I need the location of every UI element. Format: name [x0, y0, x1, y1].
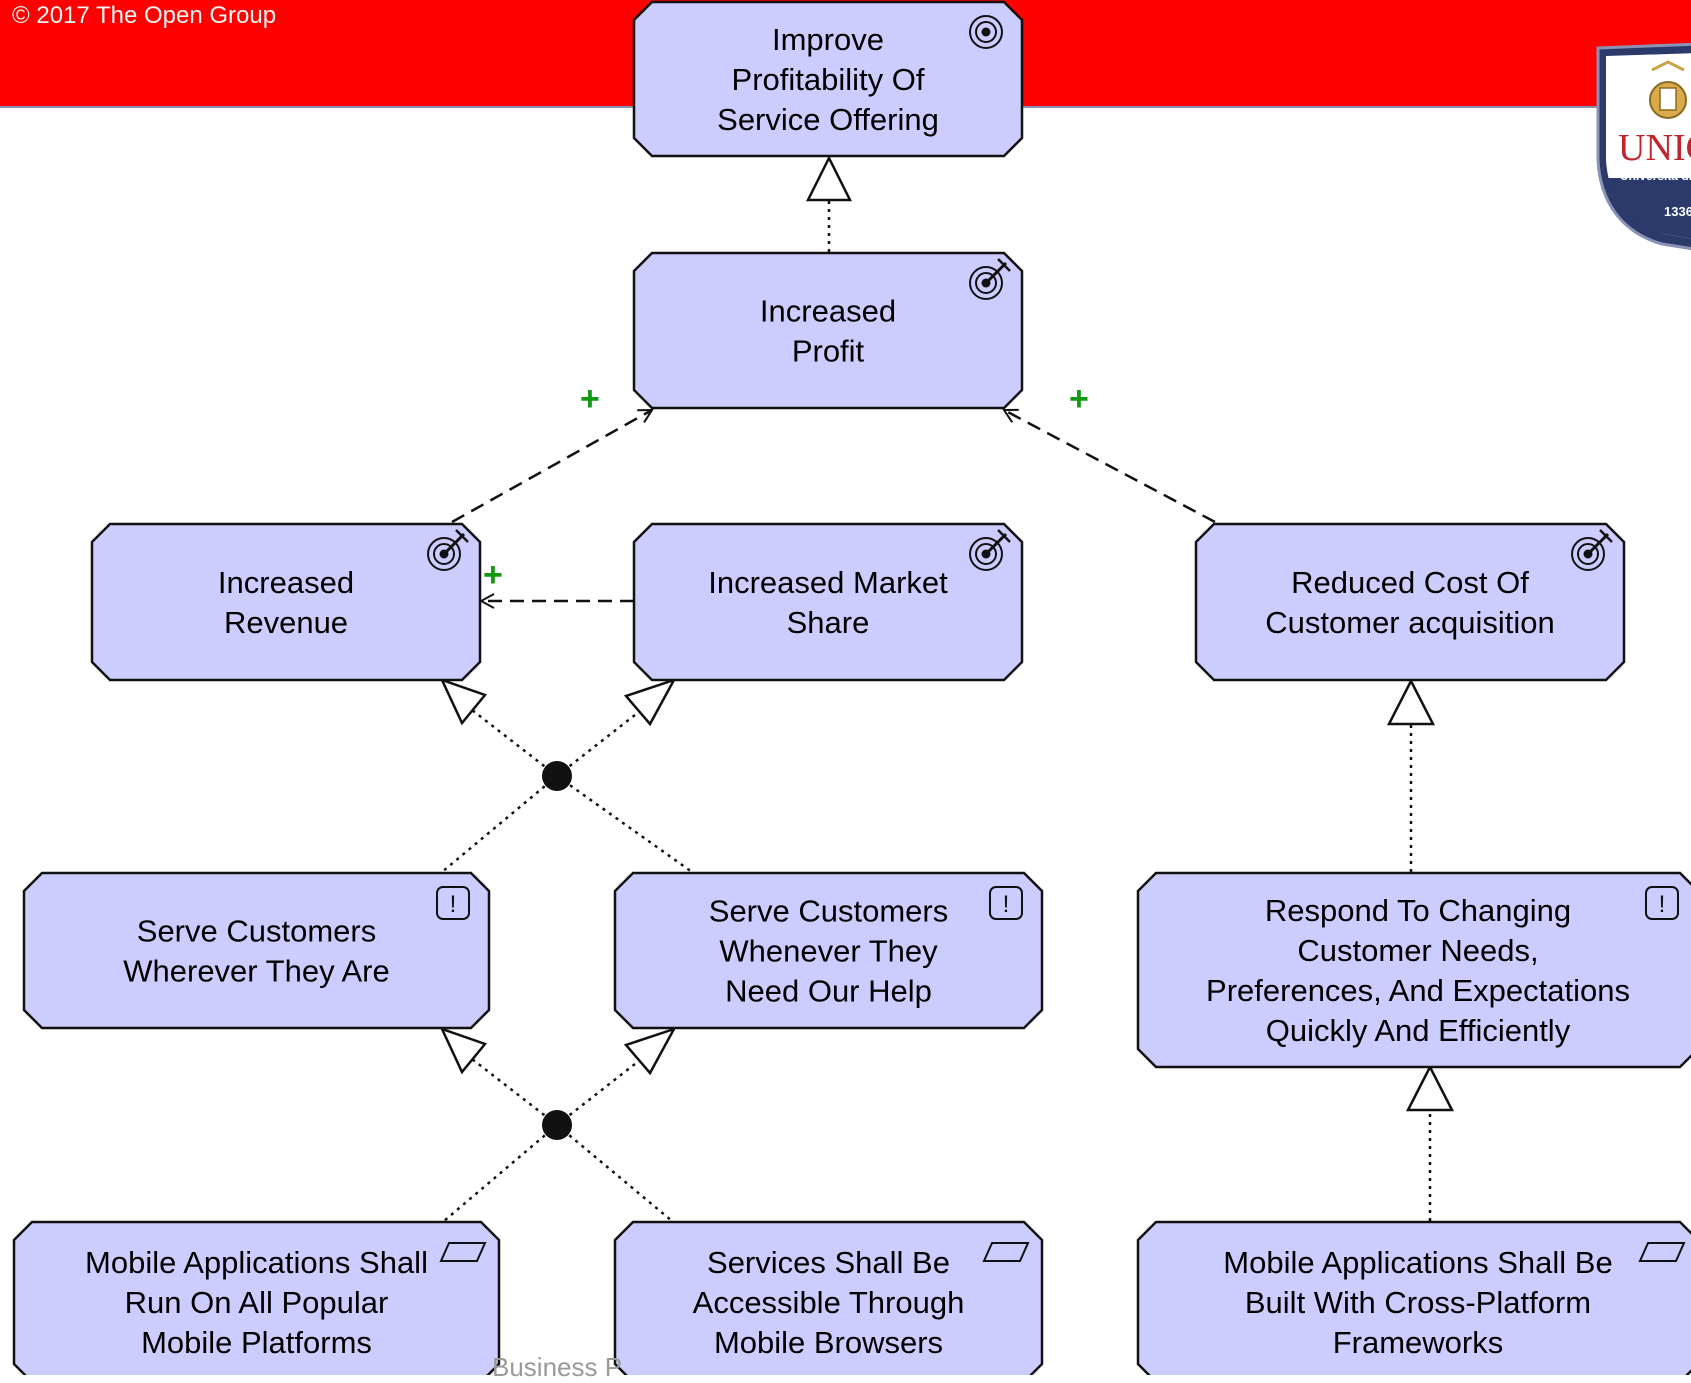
node-label: Run On All Popular: [125, 1285, 389, 1320]
node-label: Serve Customers: [137, 914, 376, 949]
node-shape: [90, 522, 482, 682]
junction-dot: [542, 1110, 572, 1140]
node-shape: [632, 522, 1024, 682]
node-reduced-cost[interactable]: Reduced Cost Of Customer acquisition: [1194, 522, 1626, 682]
node-label: Frameworks: [1333, 1325, 1504, 1360]
node-shape: [1136, 871, 1691, 1069]
node-label: Accessible Through: [693, 1285, 965, 1320]
node-label: Respond To Changing: [1265, 893, 1571, 928]
realization-arrowhead: [1405, 1064, 1455, 1112]
node-label: Mobile Applications Shall: [85, 1245, 428, 1280]
logo-year: 1336: [1664, 204, 1691, 219]
junction-dot: [542, 761, 572, 791]
outcome-icon: [1571, 529, 1613, 571]
realization-arrowhead: [439, 677, 488, 726]
realization-line: [441, 775, 558, 873]
node-label: Wherever They Are: [123, 954, 389, 989]
principle-icon: !: [436, 886, 470, 920]
node-label: Built With Cross-Platform: [1245, 1285, 1591, 1320]
node-label: Service Offering: [717, 102, 939, 137]
node-label: Profitability Of: [732, 62, 925, 97]
node-label: Reduced Cost Of: [1291, 565, 1529, 600]
university-logo: UNIC Università di 1336: [1596, 42, 1691, 251]
realization-line: [443, 1124, 558, 1222]
node-shape: [12, 1220, 501, 1375]
realization-arrowhead: [623, 677, 677, 727]
node-label: Mobile Applications Shall Be: [1223, 1245, 1612, 1280]
node-label: Whenever They: [719, 934, 938, 969]
node-shape: [613, 871, 1044, 1030]
svg-text:!: !: [1003, 891, 1010, 918]
node-label: Increased: [760, 294, 896, 329]
realization-line: [556, 1124, 673, 1222]
realization-line: [556, 774, 693, 874]
node-label: Customer acquisition: [1265, 605, 1554, 640]
node-label: Mobile Platforms: [141, 1325, 372, 1360]
realization-line: [471, 709, 558, 777]
node-shape: [22, 871, 491, 1030]
principle-icon: !: [1645, 886, 1679, 920]
node-shape: [1136, 1220, 1691, 1375]
influence-label-cost-profit: +: [1069, 380, 1089, 418]
requirement-icon: [439, 1242, 487, 1262]
copyright-text: © 2017 The Open Group: [12, 2, 277, 29]
outcome-icon: [969, 258, 1011, 300]
node-label: Preferences, And Expectations: [1206, 973, 1630, 1008]
outcome-icon: [427, 529, 469, 571]
node-label: Mobile Browsers: [714, 1325, 943, 1360]
outcome-icon: [969, 529, 1011, 571]
node-label: Increased Market: [708, 565, 948, 600]
influence-line-revenue-profit: [451, 408, 652, 524]
realization-arrowhead: [805, 155, 853, 202]
node-shape: [632, 251, 1024, 410]
goal-icon: [969, 15, 1003, 49]
footer-text: Business P: [492, 1352, 623, 1382]
requirement-icon: [982, 1242, 1030, 1262]
node-label: Quickly And Efficiently: [1266, 1013, 1571, 1048]
requirement-icon: [1638, 1242, 1686, 1262]
realization-arrowhead: [439, 1026, 488, 1075]
svg-text:!: !: [450, 891, 457, 918]
node-label: Revenue: [224, 605, 348, 640]
node-label: Services Shall Be: [707, 1245, 950, 1280]
logo-subtitle: Università di: [1620, 169, 1691, 183]
influence-label-market-revenue: +: [483, 556, 503, 594]
node-label: Increased: [218, 565, 354, 600]
node-cross-platform[interactable]: Mobile Applications Shall Be Built With C…: [1136, 1220, 1691, 1375]
principle-icon: !: [989, 886, 1023, 920]
node-label: Improve: [772, 22, 884, 57]
influence-line-cost-profit: [1004, 408, 1216, 524]
node-shape: [632, 0, 1024, 158]
node-label: Customer Needs,: [1297, 933, 1538, 968]
node-mobile-browsers[interactable]: Services Shall Be Accessible ThroughMobil…: [613, 1220, 1044, 1375]
logo-name: UNIC: [1618, 127, 1691, 169]
realization-arrowhead: [1386, 678, 1436, 726]
node-label: Serve Customers: [709, 894, 948, 929]
node-shape: [613, 1220, 1044, 1375]
node-label: Share: [787, 605, 870, 640]
crest-icon: [1649, 60, 1687, 119]
node-label: Profit: [792, 334, 865, 369]
relationships: [439, 155, 1455, 1222]
realization-line: [556, 1059, 641, 1126]
influence-label-revenue-profit: +: [580, 380, 600, 418]
node-label: Need Our Help: [725, 974, 932, 1009]
realization-line: [556, 710, 641, 777]
svg-text:!: !: [1659, 891, 1666, 918]
node-shape: [1194, 522, 1626, 682]
realization-line: [471, 1058, 558, 1126]
realization-arrowhead: [623, 1026, 677, 1076]
